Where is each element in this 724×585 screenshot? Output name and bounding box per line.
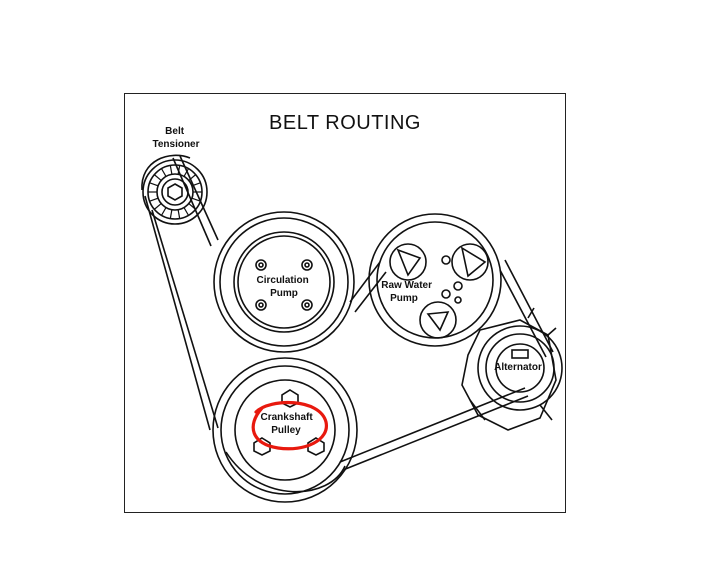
tensioner-spoke <box>169 165 173 175</box>
tensioner-spoke <box>149 197 159 202</box>
tensioner-spoke <box>160 168 167 177</box>
label-belt-tensioner: Belt Tensioner <box>152 126 199 150</box>
tensioner-spoke <box>188 203 197 210</box>
tensioner-spoke <box>177 165 181 175</box>
tensioner-spoke <box>160 207 167 216</box>
diagram-title: BELT ROUTING <box>269 112 421 134</box>
tensioner-spoke <box>177 209 181 219</box>
tensioner-spoke <box>183 168 190 177</box>
crankshaft-highlight-mark <box>251 400 328 451</box>
tensioner-spoke <box>191 197 201 202</box>
serpentine-belt <box>141 154 554 493</box>
belt-tensioner-pulley <box>142 159 208 225</box>
tensioner-spoke <box>188 174 197 181</box>
tensioner-spoke <box>169 209 173 219</box>
alternator-pulley <box>461 307 563 431</box>
tensioner-spoke <box>153 174 162 181</box>
label-crankshaft-pulley: Crankshaft Pulley <box>260 412 315 436</box>
circulation-pump-pulley <box>213 211 355 353</box>
raw-water-pump-pulley <box>368 213 502 347</box>
label-alternator: Alternator <box>494 362 542 373</box>
tensioner-spoke <box>183 207 190 216</box>
crankshaft-pulley <box>212 357 358 503</box>
label-raw-water-pump: Raw Water Pump <box>381 280 435 304</box>
tensioner-spoke <box>191 182 201 187</box>
tensioner-spoke <box>149 182 159 187</box>
tensioner-spoke <box>153 203 162 210</box>
label-circulation-pump: Circulation Pump <box>256 275 311 299</box>
